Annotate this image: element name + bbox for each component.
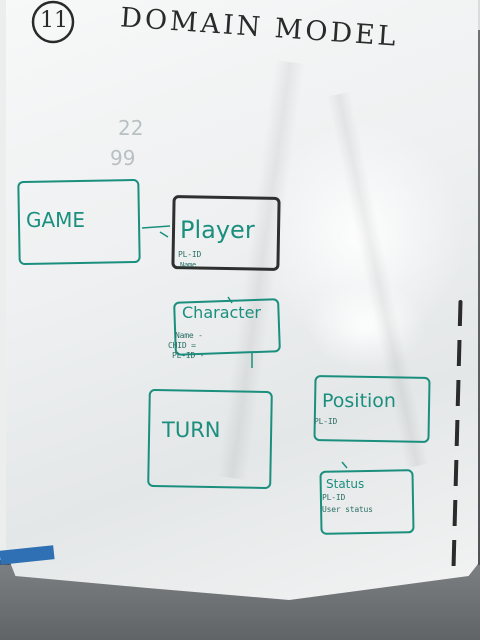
entity-player-attribute: PL-ID [178, 250, 202, 259]
flipchart-paper [6, 0, 478, 600]
entity-character-attribute: CHID = [168, 341, 196, 350]
entity-position-label: Position [322, 390, 396, 412]
entity-status-attribute: PL-ID [322, 493, 346, 502]
entity-position-attribute: PL-ID [314, 417, 338, 426]
entity-player-label: Player [180, 216, 255, 244]
entity-game-label: GAME [26, 208, 86, 232]
entity-turn-label: TURN [162, 418, 221, 442]
entity-character-label: Character [182, 303, 261, 322]
page-number: 11 [40, 8, 68, 33]
faint-number: 22 [118, 116, 144, 140]
light-glare [306, 280, 426, 370]
entity-character-attribute: PL-ID - [172, 351, 205, 360]
entity-status-attribute: User status [322, 505, 373, 514]
entity-status-label: Status [326, 477, 365, 491]
entity-player-attribute: Name [180, 261, 197, 269]
entity-character-attribute: Name - [175, 331, 203, 340]
faint-number: 99 [110, 146, 136, 170]
